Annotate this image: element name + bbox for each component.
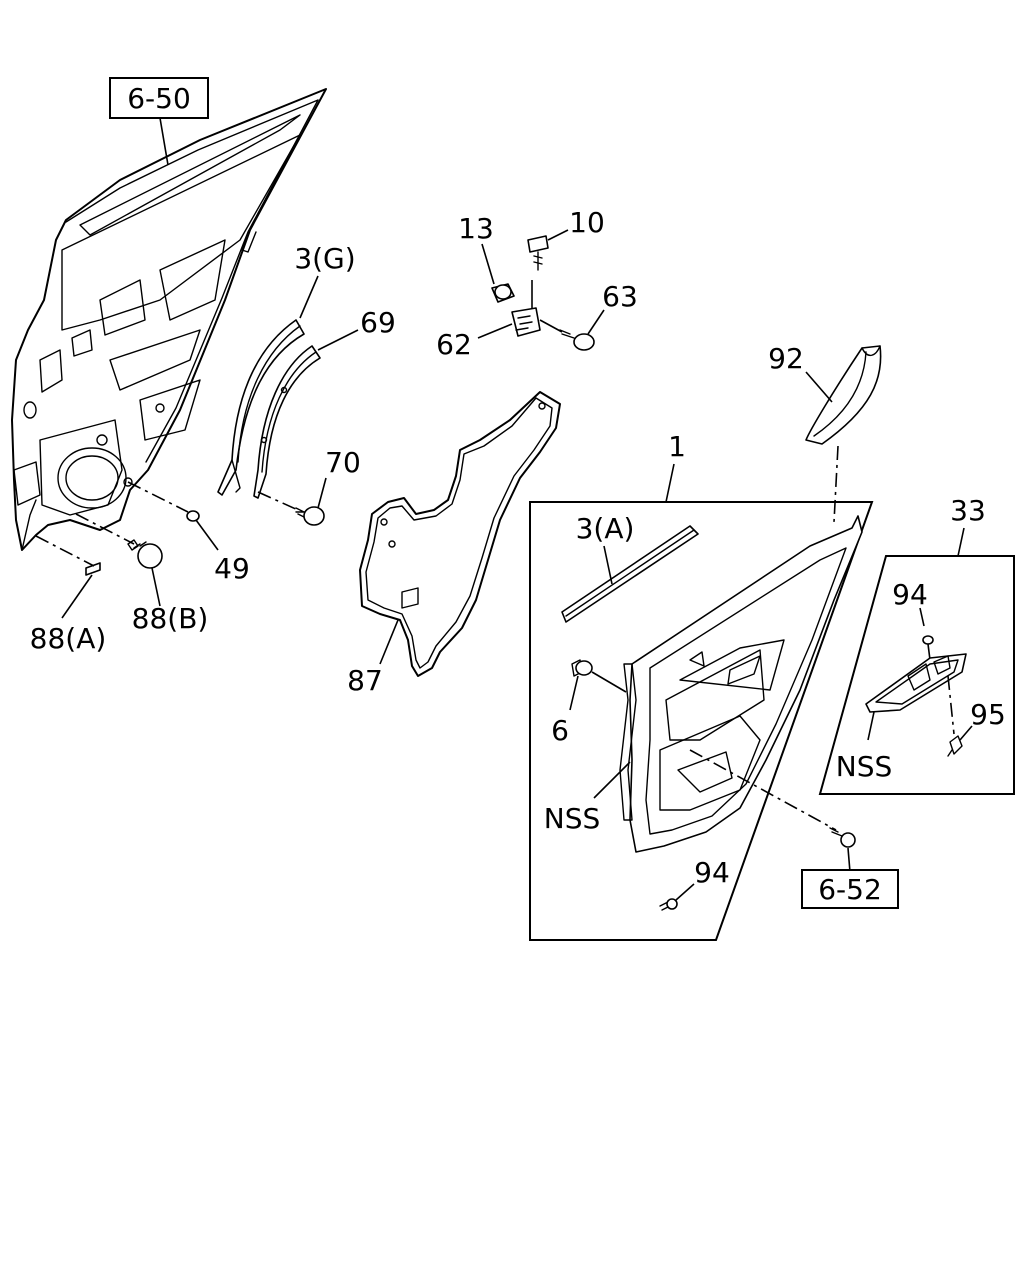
label-95: 95 [970,698,1006,731]
part-3g-weatherstrip [217,319,305,496]
part-69-channel [253,345,321,499]
label-6: 6 [551,714,569,747]
label-92: 92 [768,342,804,375]
label-88a: 88(A) [30,622,107,655]
group-box-1 [529,501,874,941]
part-88b-clip [127,539,163,569]
label-nss-switch: NSS [836,750,893,783]
label-49: 49 [214,552,250,585]
part-nss-switch-bezel [865,653,967,713]
label-33: 33 [950,494,986,527]
label-94-panel: 94 [694,856,730,889]
label-94-switch: 94 [892,578,928,611]
ref-box-6-52 [801,869,899,909]
part-1-trim-panel [619,515,863,853]
part-63-screw [559,329,595,351]
part-87-seal-sheet [359,391,561,677]
part-3a-beltline-strip [561,525,699,623]
ref-6-52: 6-52 [818,873,882,906]
ref-6-50: 6-50 [127,82,191,115]
label-70: 70 [325,446,361,479]
group-box-33 [818,555,1015,795]
part-13-grommet [491,283,515,303]
label-69: 69 [360,306,396,339]
label-3g: 3(G) [294,242,355,275]
label-3a: 3(A) [576,512,635,545]
part-88a [85,562,101,576]
part-6-clip [571,659,593,677]
label-13: 13 [458,212,494,245]
label-nss-panel: NSS [544,802,601,835]
part-94-switch-screw [922,635,934,645]
part-95-clip [947,735,963,757]
ref-box-6-50 [109,77,209,119]
part-6-52-fastener [829,827,856,848]
part-70-screw [295,506,325,526]
door-shell [11,88,327,551]
label-10: 10 [569,206,605,239]
part-49-plug [186,510,200,522]
part-92-pull-cup [805,345,882,445]
part-94-panel-screw [659,898,678,911]
label-87: 87 [347,664,383,697]
label-62: 62 [436,328,472,361]
label-63: 63 [602,280,638,313]
part-62-bracket [511,307,541,337]
part-10-bolt [527,235,549,271]
label-1: 1 [668,430,686,463]
label-88b: 88(B) [132,602,209,635]
leader-6-50 [159,117,169,166]
